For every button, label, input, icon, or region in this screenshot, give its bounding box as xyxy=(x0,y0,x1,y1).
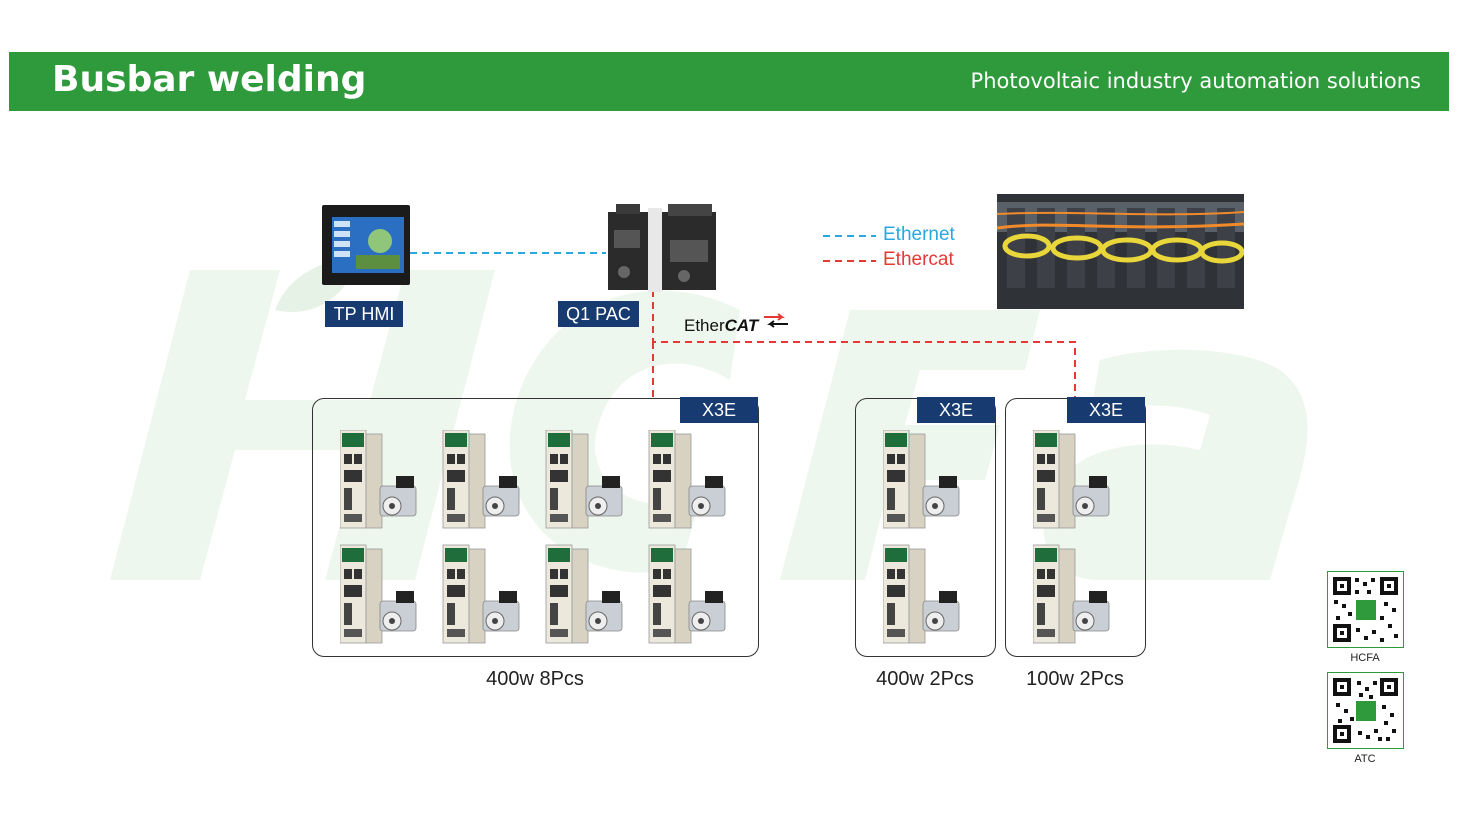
page-title: Busbar welding xyxy=(52,59,367,100)
servo-drive-icon xyxy=(883,430,960,529)
group-caption-3: 100w 2Pcs xyxy=(1026,668,1124,690)
servo-drive-icon xyxy=(442,544,520,644)
servo-drives-group-1 xyxy=(340,430,726,644)
hcfa-qr-code[interactable] xyxy=(1327,571,1404,648)
ethercat-logo-right: CAT xyxy=(724,316,759,335)
ethercat-logo: EtherCAT xyxy=(684,316,758,336)
group-tag-2: X3E xyxy=(917,397,995,423)
servo-drive-icon xyxy=(340,544,417,644)
servo-drive-icon xyxy=(648,430,726,529)
servo-drive-icon xyxy=(545,430,623,529)
ethercat-cabling-photo xyxy=(997,194,1244,309)
servo-drive-icon xyxy=(340,430,417,529)
group-tag-1: X3E xyxy=(680,397,758,423)
servo-drive-icon xyxy=(545,544,623,644)
atc-qr-code[interactable] xyxy=(1327,672,1404,749)
servo-drives-group-2 xyxy=(883,430,960,644)
group-caption-1: 400w 8Pcs xyxy=(486,668,584,690)
servo-group-box-1 xyxy=(312,398,759,657)
qr-caption-atc: ATC xyxy=(1354,753,1376,765)
servo-drive-icon xyxy=(1033,430,1110,529)
group-caption-2: 400w 2Pcs xyxy=(876,668,974,690)
legend-ethercat-label: Ethercat xyxy=(883,249,954,270)
header-bar: Busbar welding Photovoltaic industry aut… xyxy=(9,52,1449,111)
servo-drives-group-3 xyxy=(1033,430,1110,644)
servo-drive-icon xyxy=(883,544,960,644)
servo-drive-icon xyxy=(1033,544,1110,644)
group-tag-3: X3E xyxy=(1067,397,1145,423)
servo-drive-icon xyxy=(648,544,726,644)
ethercat-arrows-icon xyxy=(764,313,788,328)
ethercat-line-main xyxy=(652,290,1076,398)
ethercat-logo-left: Ether xyxy=(684,316,725,335)
hmi-label: TP HMI xyxy=(325,301,403,327)
legend-ethernet-label: Ethernet xyxy=(883,224,955,245)
page-subtitle: Photovoltaic industry automation solutio… xyxy=(970,69,1421,93)
hmi-device-image xyxy=(322,205,410,285)
pac-label: Q1 PAC xyxy=(558,301,639,327)
qr-caption-hcfa: HCFA xyxy=(1350,652,1380,664)
pac-device-image xyxy=(608,204,716,292)
servo-drive-icon xyxy=(442,430,520,529)
